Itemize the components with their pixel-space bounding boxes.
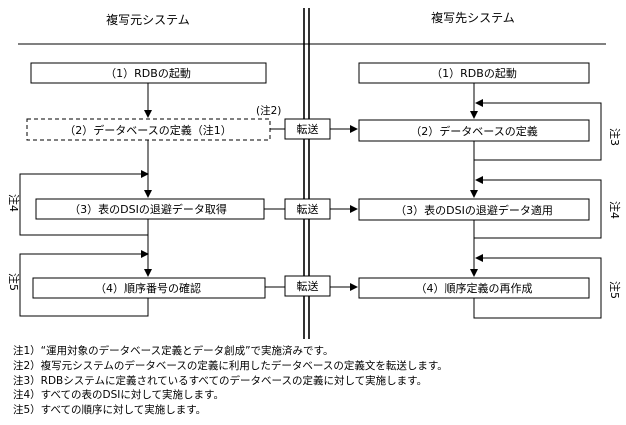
source-step-2-label: （2）データベースの定義（注1） (64, 123, 231, 137)
footnote-4: 注4）すべての表のDSIに対して実施します。 (13, 389, 225, 402)
transfer-label-2: 転送 (297, 202, 319, 216)
workflow-diagram: 複写元システム 複写先システム （1）RDBの起動 （2）データベースの定義（注… (7, 8, 622, 339)
footnote-5: 注5）すべての順序に対して実施します。 (13, 404, 207, 417)
transfer-note-label: (注2) (256, 104, 281, 117)
source-step-1-label: （1）RDBの起動 (105, 66, 191, 80)
side-note-4-target: 注4 (608, 201, 622, 219)
side-note-3: 注3 (608, 128, 622, 146)
source-loop-note4 (19, 170, 149, 236)
target-step-4-label: （4）順序定義の再作成 (416, 281, 533, 295)
source-step-4-label: （4）順序番号の確認 (95, 281, 201, 295)
target-step-3-label: （3）表のDSIの退避データ適用 (395, 203, 553, 217)
transfer-label-1: 転送 (297, 122, 319, 136)
target-step-1-label: （1）RDBの起動 (431, 66, 517, 80)
transfer-label-3: 転送 (297, 279, 319, 293)
source-step-4-box (32, 277, 266, 299)
target-loop-note3 (474, 99, 602, 161)
side-note-4-source: 注4 (7, 194, 21, 212)
footnote-2: 注2）複写元システムのデータベースの定義に利用したデータベースの定義文を転送しま… (13, 359, 448, 372)
footnotes: 注1）“運用対象のデータベース定義とデータ創成”で実施済みです。 注2）複写元シ… (13, 344, 613, 418)
source-step-3-label: （3）表のDSIの退避データ取得 (69, 202, 227, 216)
target-system-header: 複写先システム (431, 10, 515, 25)
side-note-5-source: 注5 (7, 273, 21, 291)
target-loop-note5 (473, 254, 602, 319)
source-system-header: 複写元システム (106, 12, 190, 27)
footnote-3: 注3）RDBシステムに定義されているすべてのデータベースの定義に対して実施します… (13, 374, 428, 387)
target-loop-note4 (474, 176, 602, 239)
target-step-2-label: （2）データベースの定義 (410, 124, 537, 138)
transfer-box-3 (284, 275, 331, 297)
side-note-5-target: 注5 (608, 281, 622, 299)
source-loop-note5 (19, 250, 149, 317)
footnote-1: 注1）“運用対象のデータベース定義とデータ創成”で実施済みです。 (13, 345, 334, 357)
